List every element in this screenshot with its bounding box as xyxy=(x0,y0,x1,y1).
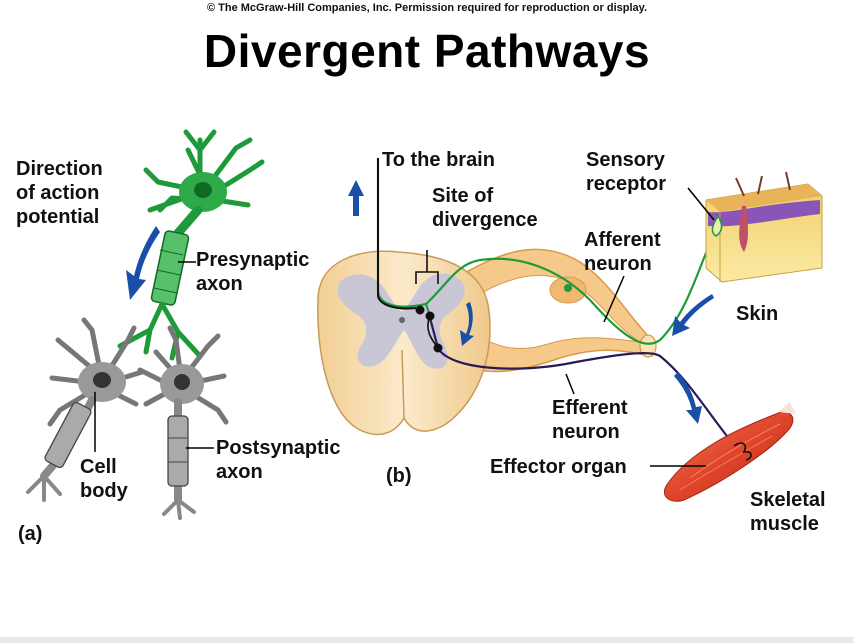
synapse-dot-1 xyxy=(415,305,425,315)
panel-a-tag: (a) xyxy=(18,523,43,545)
direction-arrow-icon xyxy=(126,226,160,300)
ascending-tract-line xyxy=(377,158,417,310)
synapse-dot-3 xyxy=(433,343,443,353)
skeletal-muscle xyxy=(664,402,796,502)
copyright-notice: © The McGraw-Hill Companies, Inc. Permis… xyxy=(206,2,648,14)
divergence-bracket xyxy=(415,250,439,284)
direction-label: Direction of action potential xyxy=(16,158,103,228)
effector-organ-label: Effector organ xyxy=(490,456,627,478)
page-title: Divergent Pathways xyxy=(203,25,651,77)
to-brain-arrow-icon xyxy=(348,180,364,216)
postsynaptic-neuron-right xyxy=(137,325,229,520)
postsynaptic-neuron-left xyxy=(26,317,145,502)
to-brain-label: To the brain xyxy=(382,149,495,171)
presynaptic-label: Presynaptic axon xyxy=(196,249,310,295)
afferent-leader-line xyxy=(603,275,625,323)
skin-block xyxy=(705,171,823,283)
muscle-arrow-icon xyxy=(674,372,702,424)
cord-down-arrow-icon xyxy=(460,302,474,346)
efferent-leader-line xyxy=(565,373,575,395)
afferent-cell-body xyxy=(564,284,572,292)
synapse-dot-2 xyxy=(425,311,435,321)
sensory-leader-line xyxy=(687,187,715,221)
panel-b-tag: (b) xyxy=(386,465,412,487)
postsynaptic-label: Postsynaptic axon xyxy=(216,437,341,483)
skin-arrow-icon xyxy=(672,294,714,336)
spinal-nerve xyxy=(449,248,657,373)
bottom-bar xyxy=(0,637,854,643)
afferent-neuron-label: Afferent neuron xyxy=(584,229,661,275)
cell-body-label: Cell body xyxy=(80,456,128,502)
skin-label: Skin xyxy=(736,303,779,325)
sensory-receptor-label: Sensory receptor xyxy=(586,149,667,195)
efferent-pathway-line xyxy=(428,317,741,453)
site-of-divergence-label: Site of divergence xyxy=(432,185,538,231)
presynaptic-neuron xyxy=(117,129,265,361)
skeletal-muscle-label: Skeletal muscle xyxy=(750,489,826,535)
efferent-neuron-label: Efferent neuron xyxy=(552,397,628,443)
